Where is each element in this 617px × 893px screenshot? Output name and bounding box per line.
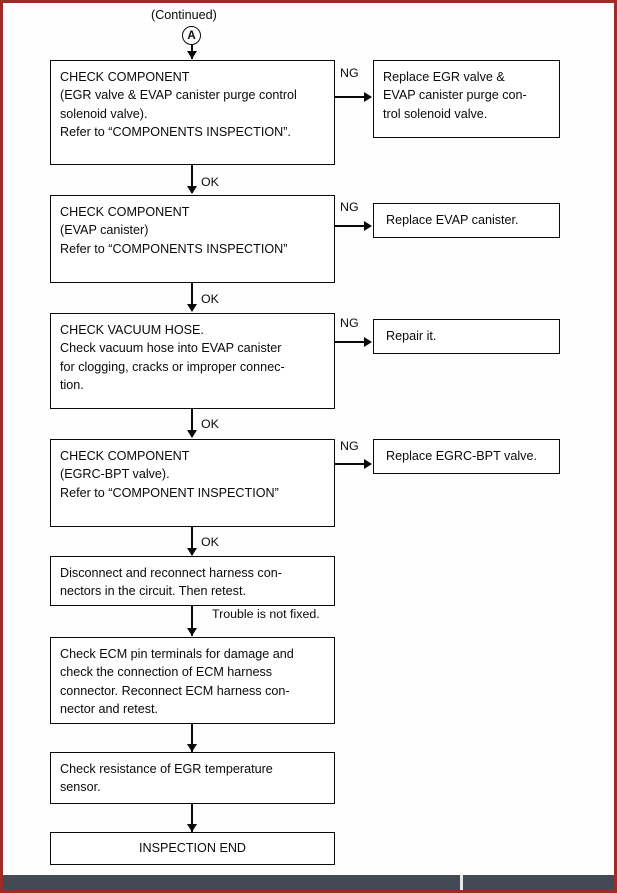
node-replace-egrc-bpt-valve[interactable]: Replace EGRC-BPT valve. (373, 439, 560, 474)
edge-ng-3 (335, 341, 368, 343)
arrow-right-icon-ng-4 (364, 459, 372, 469)
edge-ok-4 (191, 527, 193, 555)
node-line: Replace EVAP canister. (386, 213, 519, 228)
edge-ng-2 (335, 225, 368, 227)
node-line: Repair it. (386, 329, 437, 344)
edge-label-ok-3: OK (201, 417, 219, 431)
node-check-egrc-bpt-valve[interactable]: CHECK COMPONENT (EGRC-BPT valve). Refer … (50, 439, 335, 527)
node-disconnect-reconnect-harness[interactable]: Disconnect and reconnect harness con- ne… (50, 556, 335, 606)
node-check-evap-canister[interactable]: CHECK COMPONENT (EVAP canister) Refer to… (50, 195, 335, 283)
edge-label-ng-1: NG (340, 66, 359, 80)
arrow-down-icon-ok-2 (187, 304, 197, 312)
node-line: nector and retest. (60, 701, 159, 716)
node-line: EVAP canister purge con- (383, 88, 527, 103)
arrow-down-icon-to-inspection-end (187, 824, 197, 832)
node-line: CHECK COMPONENT (60, 70, 190, 84)
edge-label-ng-3: NG (340, 316, 359, 330)
scrollbar-thumb-divider[interactable] (460, 875, 463, 890)
node-line: Check resistance of EGR temperature (60, 762, 273, 776)
node-check-egr-temperature-sensor[interactable]: Check resistance of EGR temperature sens… (50, 752, 335, 804)
edge-ng-1 (335, 96, 368, 98)
horizontal-scrollbar[interactable] (3, 875, 614, 890)
node-line: Refer to “COMPONENTS INSPECTION”. (60, 124, 291, 139)
page-frame-top (0, 0, 617, 3)
node-line: check the connection of ECM harness (60, 665, 273, 680)
flowchart-canvas: (Continued) A CHECK COMPONENT (EGR valve… (3, 3, 614, 878)
node-check-egr-evap-solenoid[interactable]: CHECK COMPONENT (EGR valve & EVAP canist… (50, 60, 335, 165)
arrow-down-icon-ok-3 (187, 430, 197, 438)
connector-circle-a: A (182, 26, 201, 45)
edge-label-ok-2: OK (201, 292, 219, 306)
node-check-vacuum-hose[interactable]: CHECK VACUUM HOSE. Check vacuum hose int… (50, 313, 335, 409)
node-line: for clogging, cracks or improper connec- (60, 359, 285, 374)
arrow-right-icon-ng-3 (364, 337, 372, 347)
edge-label-ok-4: OK (201, 535, 219, 549)
arrow-down-icon-entry (187, 51, 197, 59)
node-line: (EVAP canister) (60, 223, 149, 238)
node-line: Disconnect and reconnect harness con- (60, 566, 282, 580)
edge-trouble-not-fixed (191, 606, 193, 636)
arrow-right-icon-ng-1 (364, 92, 372, 102)
arrow-right-icon-ng-2 (364, 221, 372, 231)
node-line: Check ECM pin terminals for damage and (60, 647, 294, 661)
edge-label-trouble-not-fixed: Trouble is not fixed. (212, 607, 320, 621)
edge-ok-1 (191, 165, 193, 193)
node-line: CHECK VACUUM HOSE. (60, 323, 204, 337)
arrow-down-icon-ok-4 (187, 548, 197, 556)
page-frame-right (614, 0, 617, 893)
page-frame-left (0, 0, 3, 893)
node-line: solenoid valve). (60, 106, 148, 121)
node-line: (EGRC-BPT valve). (60, 467, 170, 482)
node-line: trol solenoid valve. (383, 106, 488, 121)
node-line: CHECK COMPONENT (60, 205, 190, 219)
node-replace-evap-canister[interactable]: Replace EVAP canister. (373, 203, 560, 238)
node-line: sensor. (60, 780, 101, 795)
edge-ok-3 (191, 409, 193, 437)
arrow-down-icon-trouble-not-fixed (187, 628, 197, 636)
edge-label-ok-1: OK (201, 175, 219, 189)
edge-label-ng-2: NG (340, 200, 359, 214)
arrow-down-icon-ok-1 (187, 186, 197, 194)
node-check-ecm-pin-terminals[interactable]: Check ECM pin terminals for damage and c… (50, 637, 335, 724)
node-replace-egr-evap-solenoid[interactable]: Replace EGR valve & EVAP canister purge … (373, 60, 560, 138)
node-line: Replace EGRC-BPT valve. (386, 449, 537, 464)
edge-label-ng-4: NG (340, 439, 359, 453)
node-line: Check vacuum hose into EVAP canister (60, 341, 282, 356)
node-line: Replace EGR valve & (383, 70, 505, 84)
node-line: tion. (60, 377, 84, 392)
arrow-down-icon-to-egr-temp-sensor (187, 744, 197, 752)
page-frame-bottom (0, 890, 617, 893)
node-line: connector. Reconnect ECM harness con- (60, 683, 290, 698)
edge-ok-2 (191, 283, 193, 311)
node-line: Refer to “COMPONENT INSPECTION” (60, 485, 279, 500)
node-line: Refer to “COMPONENTS INSPECTION” (60, 241, 288, 256)
continued-label: (Continued) (151, 8, 217, 22)
node-line: INSPECTION END (138, 841, 247, 856)
edge-ng-4 (335, 463, 368, 465)
node-line: nectors in the circuit. Then retest. (60, 584, 246, 599)
node-line: (EGR valve & EVAP canister purge control (60, 88, 297, 103)
node-repair-it[interactable]: Repair it. (373, 319, 560, 354)
node-line: CHECK COMPONENT (60, 449, 190, 463)
edge-to-egr-temp-sensor (191, 724, 193, 752)
edge-to-inspection-end (191, 804, 193, 832)
node-inspection-end[interactable]: INSPECTION END (50, 832, 335, 865)
